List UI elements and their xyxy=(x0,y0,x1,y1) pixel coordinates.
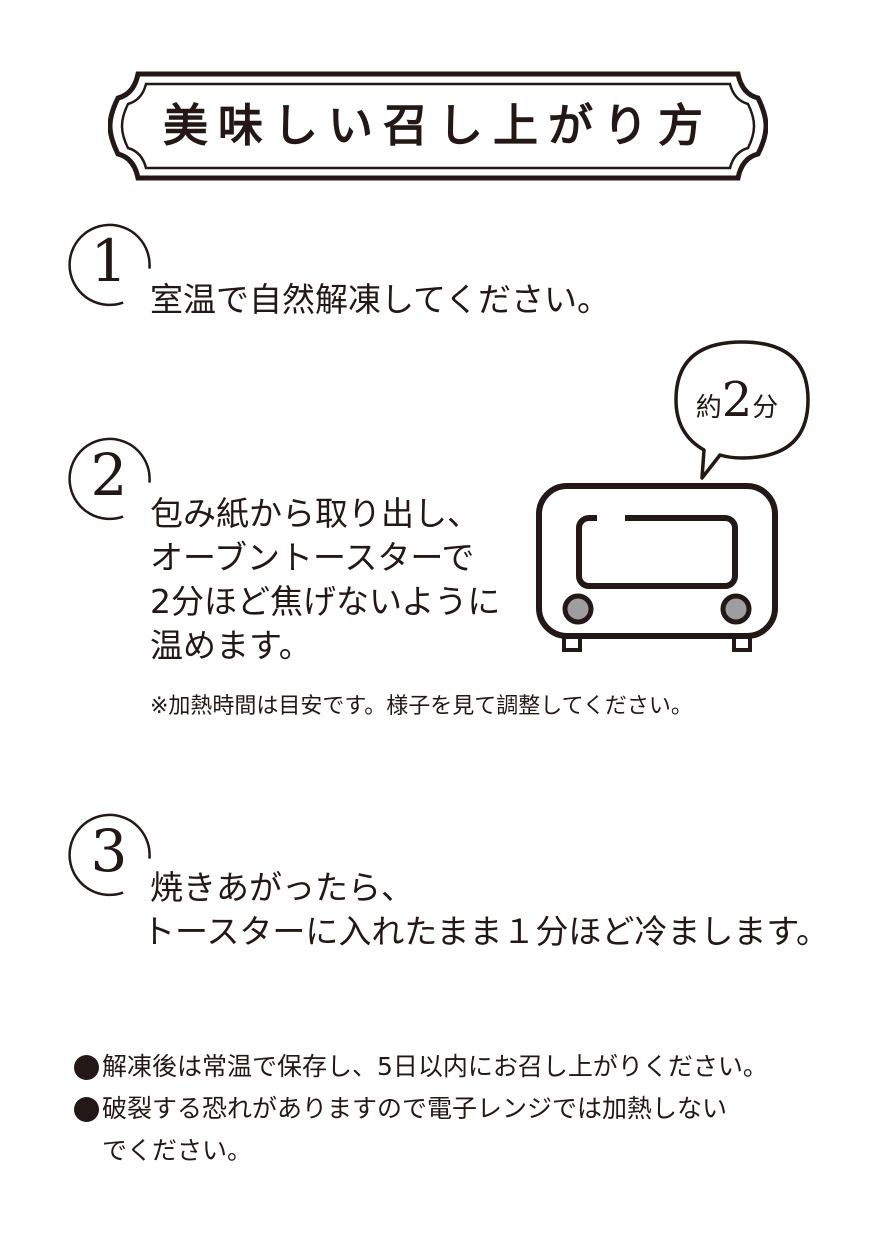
filled-circle-bullet-icon xyxy=(74,1097,99,1122)
step-2-text: 包み紙から取り出し、 オーブントースターで 2分ほど焦げないように 温めます。 xyxy=(150,492,500,668)
storage-notes: 解凍後は常温で保存し、5日以内にお召し上がりください。 破裂する恐れがありますの… xyxy=(74,1046,844,1172)
step-2-line-2: オーブントースターで xyxy=(150,538,475,577)
page-title: 美味しい召し上がり方 xyxy=(162,99,713,152)
toaster-body xyxy=(536,483,778,639)
open-circle-number-icon xyxy=(68,223,151,307)
step-1-line: 室温で自然解凍してください。 xyxy=(150,280,611,319)
step-2-line-4: 温めます。 xyxy=(150,626,312,665)
note-1-line-1: 解凍後は常温で保存し、5日以内にお召し上がりください。 xyxy=(102,1052,768,1081)
toaster-window xyxy=(576,515,738,589)
open-circle-number-icon xyxy=(68,437,151,521)
step-2-digit: 2 xyxy=(90,441,128,509)
toaster-knob-left xyxy=(562,593,594,625)
toaster-oven-icon xyxy=(536,483,778,652)
ornate-banner-frame-icon xyxy=(108,71,768,181)
bubble-label: 約2分 xyxy=(678,370,796,430)
bubble-value: 2 xyxy=(721,372,753,428)
filled-circle-bullet-icon xyxy=(74,1055,99,1080)
step-3-number: 3 xyxy=(68,808,158,898)
note-2-line-1: 破裂する恐れがありますので電子レンジでは加熱しない xyxy=(102,1094,728,1123)
toaster-knob-right xyxy=(720,593,752,625)
title-banner: 美味しい召し上がり方 xyxy=(108,70,768,182)
toaster-window-highlight xyxy=(597,513,625,523)
step-3-digit: 3 xyxy=(90,817,128,885)
step-2-line-1: 包み紙から取り出し、 xyxy=(150,494,480,533)
note-2-line-2: でください。 xyxy=(102,1136,253,1165)
time-bubble: 約2分 xyxy=(668,338,818,483)
note-item: 破裂する恐れがありますので電子レンジでは加熱しない でください。 xyxy=(74,1088,844,1172)
bubble-prefix: 約 xyxy=(695,393,722,423)
note-item: 解凍後は常温で保存し、5日以内にお召し上がりください。 xyxy=(74,1046,844,1088)
step-3-line-1: 焼きあがったら、 xyxy=(150,868,414,907)
heating-time-note: ※加熱時間は目安です。様子を見て調整してください。 xyxy=(150,694,693,719)
bubble-suffix: 分 xyxy=(752,393,779,423)
step-1-number: 1 xyxy=(68,218,158,308)
step-1-digit: 1 xyxy=(90,227,128,295)
step-3-text: 焼きあがったら、 トースターに入れたまま１分ほど冷まします。 xyxy=(142,866,829,954)
step-3-line-2: トースターに入れたまま１分ほど冷まします。 xyxy=(142,912,830,951)
speech-bubble-icon xyxy=(674,340,810,480)
open-circle-number-icon xyxy=(68,813,151,897)
step-2-line-3: 2分ほど焦げないように xyxy=(150,582,501,621)
step-2-number: 2 xyxy=(68,432,158,522)
step-1-text: 室温で自然解凍してください。 xyxy=(150,278,610,322)
